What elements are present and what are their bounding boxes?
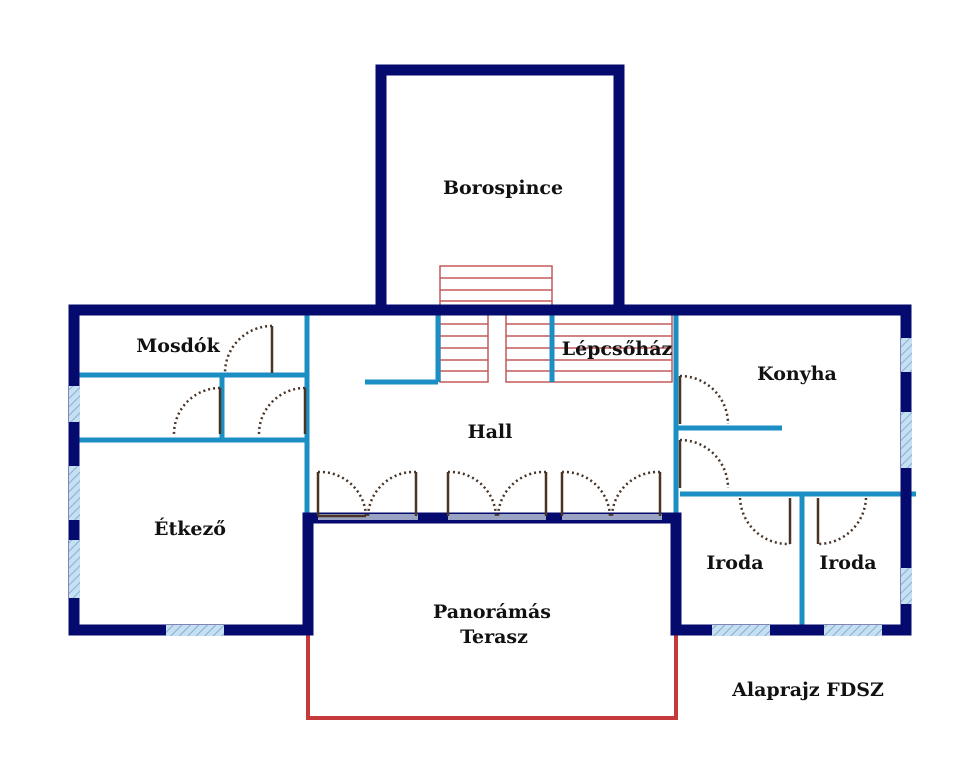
window: [69, 466, 80, 520]
room-label-lepcsohaz: Lépcsőház: [562, 338, 673, 360]
window: [69, 540, 80, 598]
windows: [69, 338, 912, 636]
window: [901, 412, 912, 468]
window: [901, 338, 912, 372]
inner-walls: [76, 312, 916, 626]
room-label-borospince: Borospince: [443, 177, 563, 199]
window: [448, 514, 546, 520]
room-label-etkezo: Étkező: [154, 517, 226, 540]
room-label-mosdok: Mosdók: [136, 335, 220, 357]
room-label-konyha: Konyha: [757, 363, 837, 385]
stairs: [439, 265, 673, 383]
window: [166, 625, 224, 636]
room-label-terasz-line1: Panorámás: [433, 601, 551, 623]
room-label-terasz-line2: Terasz: [460, 626, 528, 648]
window: [318, 514, 418, 520]
window: [712, 625, 770, 636]
doors: [172, 324, 868, 546]
plan-caption: Alaprajz FDSZ: [731, 679, 884, 701]
room-label-iroda-2: Iroda: [819, 552, 876, 574]
window: [562, 514, 662, 520]
window: [69, 386, 80, 422]
room-label-hall: Hall: [468, 421, 513, 443]
window: [824, 625, 882, 636]
terrace-outline: [306, 630, 678, 720]
room-label-iroda-1: Iroda: [706, 552, 763, 574]
window: [901, 568, 912, 604]
